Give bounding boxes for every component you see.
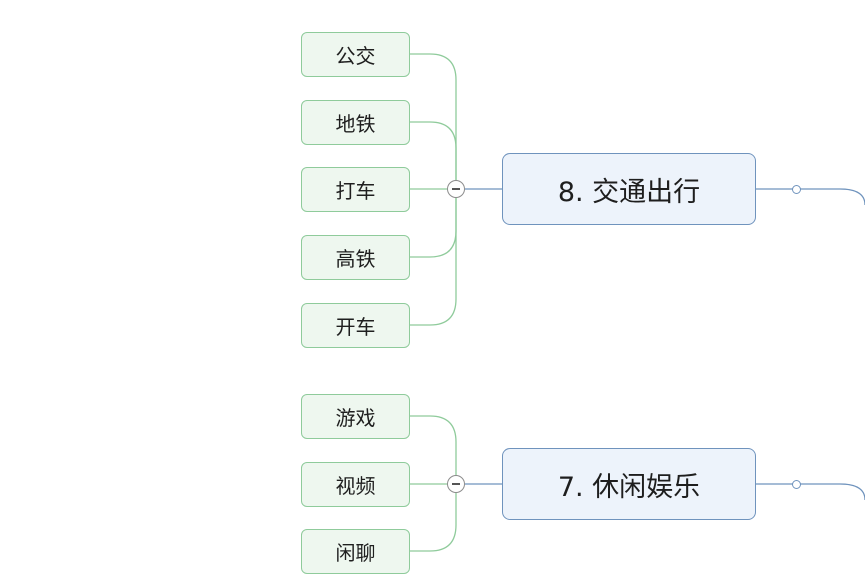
leaf-node[interactable]: 公交: [301, 32, 410, 77]
leaf-label: 高铁: [335, 247, 376, 271]
leaf-node[interactable]: 打车: [301, 167, 410, 212]
leaf-node[interactable]: 游戏: [301, 394, 410, 439]
connector-leaf-4: [410, 189, 457, 258]
collapse-toggle-icon[interactable]: [447, 475, 465, 493]
connector-leaf-6: [410, 415, 457, 484]
minus-icon: [452, 188, 460, 190]
leaf-label: 开车: [335, 315, 376, 339]
leaf-label: 打车: [335, 179, 376, 203]
leaf-node[interactable]: 地铁: [301, 100, 410, 145]
connector-leaf-2: [410, 121, 457, 189]
connector-leaf-8: [410, 484, 457, 552]
topic-node[interactable]: 7. 休闲娱乐: [502, 448, 756, 520]
leaf-label: 闲聊: [335, 541, 376, 565]
leaf-label: 游戏: [335, 406, 376, 430]
connector-leaf-5: [410, 189, 457, 326]
connector-topic-2-right: [756, 483, 865, 501]
connection-dot-icon[interactable]: [792, 480, 801, 489]
minus-icon: [452, 483, 460, 485]
connection-dot-icon[interactable]: [792, 185, 801, 194]
leaf-node[interactable]: 视频: [301, 462, 410, 507]
leaf-label: 地铁: [335, 112, 376, 136]
connector-topic-1-right: [756, 188, 865, 206]
topic-label: 7. 休闲娱乐: [557, 471, 701, 503]
connector-leaf-1: [410, 53, 457, 189]
topic-label: 8. 交通出行: [557, 176, 701, 208]
leaf-label: 视频: [335, 474, 376, 498]
topic-node[interactable]: 8. 交通出行: [502, 153, 756, 225]
leaf-node[interactable]: 开车: [301, 303, 410, 348]
leaf-node[interactable]: 闲聊: [301, 529, 410, 574]
leaf-label: 公交: [335, 44, 376, 68]
leaf-node[interactable]: 高铁: [301, 235, 410, 280]
collapse-toggle-icon[interactable]: [447, 180, 465, 198]
